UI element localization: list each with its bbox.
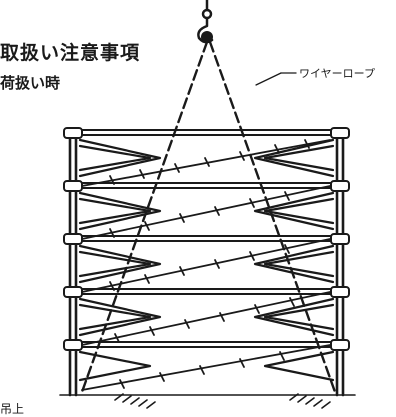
- arm-braces: [78, 138, 335, 382]
- ground-base: [59, 393, 356, 409]
- section-subtitle: 荷扱い時: [0, 74, 61, 92]
- bottom-partial-label: 吊上: [0, 402, 25, 416]
- barbed-wire: [81, 139, 331, 391]
- wire-rope-leader: [255, 72, 282, 86]
- wire-rope: [80, 40, 337, 394]
- wire-rope-label: ワイヤーロープ: [299, 67, 375, 80]
- section-title: 取扱い注意事項: [0, 42, 141, 64]
- crane-hook-icon: [197, 0, 214, 44]
